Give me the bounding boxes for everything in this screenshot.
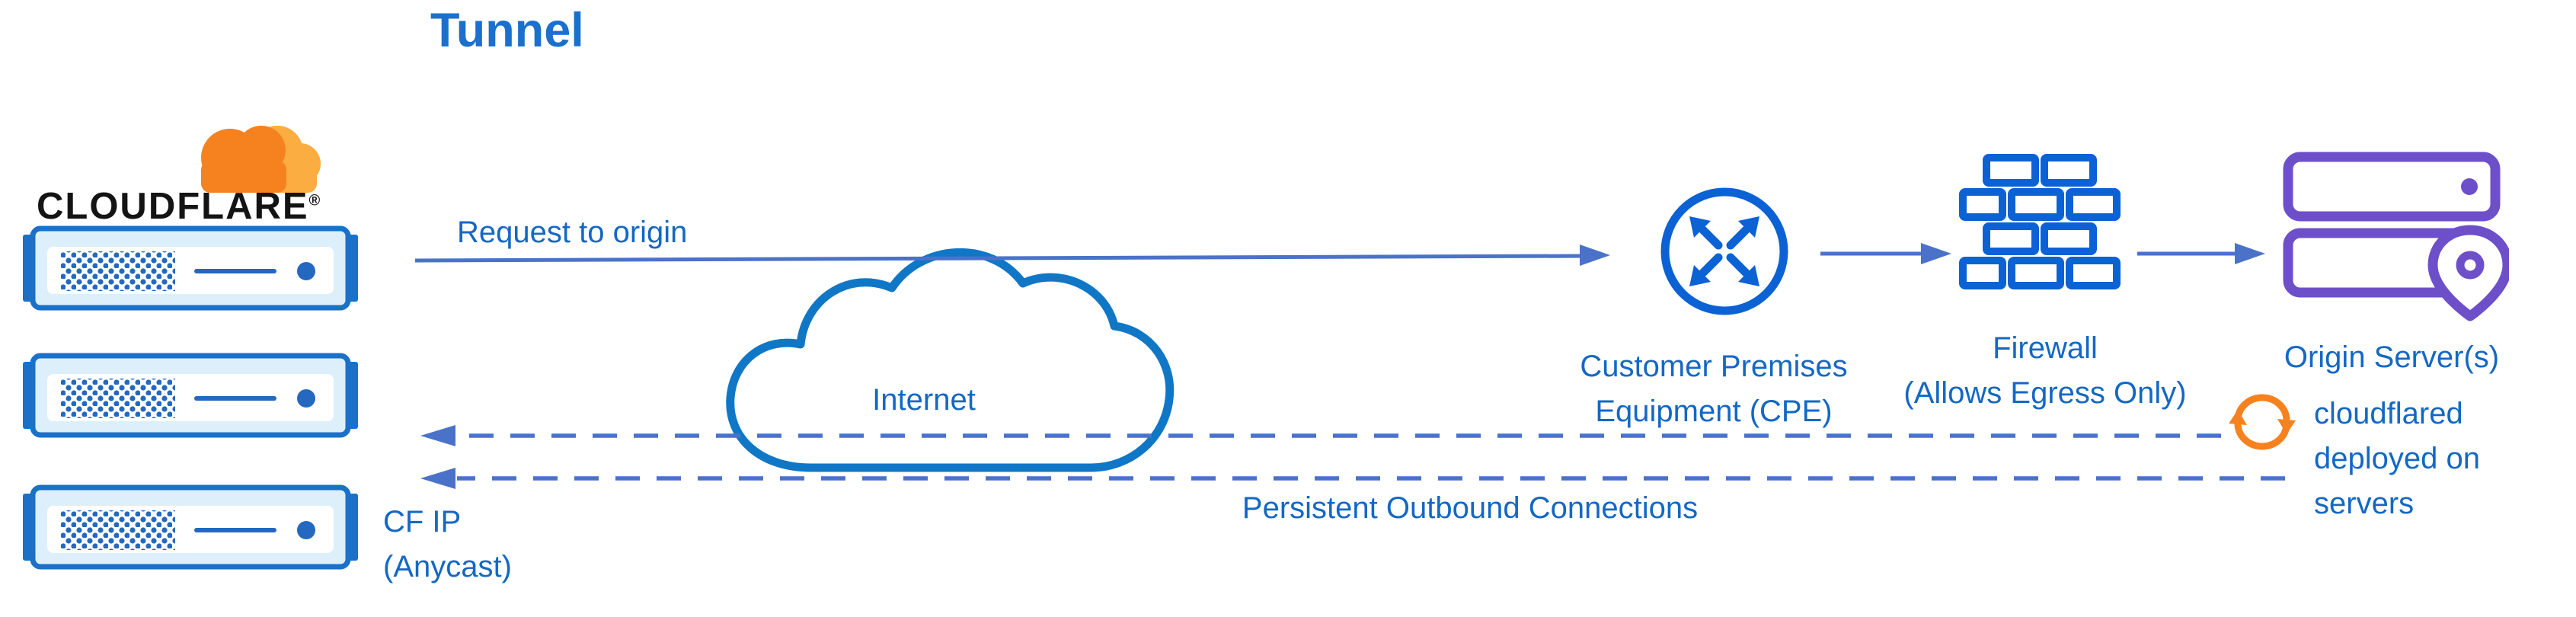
persistent-outbound-label: Persistent Outbound Connections — [1242, 491, 1699, 525]
cloudflared-label-line1: cloudflared — [2314, 397, 2463, 430]
cf-ip-label: CF IP (Anycast) — [383, 500, 512, 590]
cpe-label-line2: Equipment (CPE) — [1595, 395, 1833, 429]
cpe-label-line1: Customer Premises — [1580, 350, 1848, 383]
firewall-label-line1: Firewall — [1993, 331, 2098, 365]
firewall-icon — [1959, 154, 2121, 289]
cloudflared-sync-icon — [2229, 394, 2296, 450]
edge-server-icon-3 — [23, 484, 358, 570]
edge-server-icon-1 — [23, 225, 358, 311]
internet-cloud-icon — [726, 248, 1175, 472]
cpe-label: Customer Premises Equipment (CPE) — [1546, 344, 1881, 434]
origin-server-icon — [2283, 152, 2509, 321]
page-title: Tunnel — [430, 4, 584, 57]
cloudflare-wordmark: CLOUDFLARE® — [37, 185, 321, 228]
firewall-label-line2: (Allows Egress Only) — [1903, 376, 2187, 411]
cloudflared-label: cloudflared deployed on servers — [2314, 392, 2480, 527]
cloudflared-label-line2: deployed on — [2314, 442, 2480, 476]
edge-server-icon-2 — [23, 353, 358, 438]
registered-mark: ® — [308, 192, 322, 209]
cpe-to-firewall-arrow — [1820, 243, 1951, 264]
internet-label: Internet — [872, 383, 976, 417]
cloudflared-label-line3: servers — [2314, 487, 2415, 521]
cpe-icon — [1660, 187, 1788, 315]
firewall-label: Firewall (Allows Egress Only) — [1874, 326, 2216, 416]
origin-server-label: Origin Server(s) — [2284, 340, 2500, 374]
persistent-connection-line-2 — [420, 468, 2285, 489]
cloudflare-logo-icon — [201, 126, 321, 193]
firewall-to-origin-arrow — [2137, 243, 2265, 264]
request-to-origin-label: Request to origin — [457, 216, 688, 249]
persistent-connection-line-1 — [420, 425, 2221, 446]
request-arrow — [414, 245, 1610, 266]
cloudflare-brand-text: CLOUDFLARE — [37, 186, 309, 227]
cf-ip-line1: CF IP — [383, 505, 462, 539]
cf-ip-line2: (Anycast) — [383, 550, 512, 584]
